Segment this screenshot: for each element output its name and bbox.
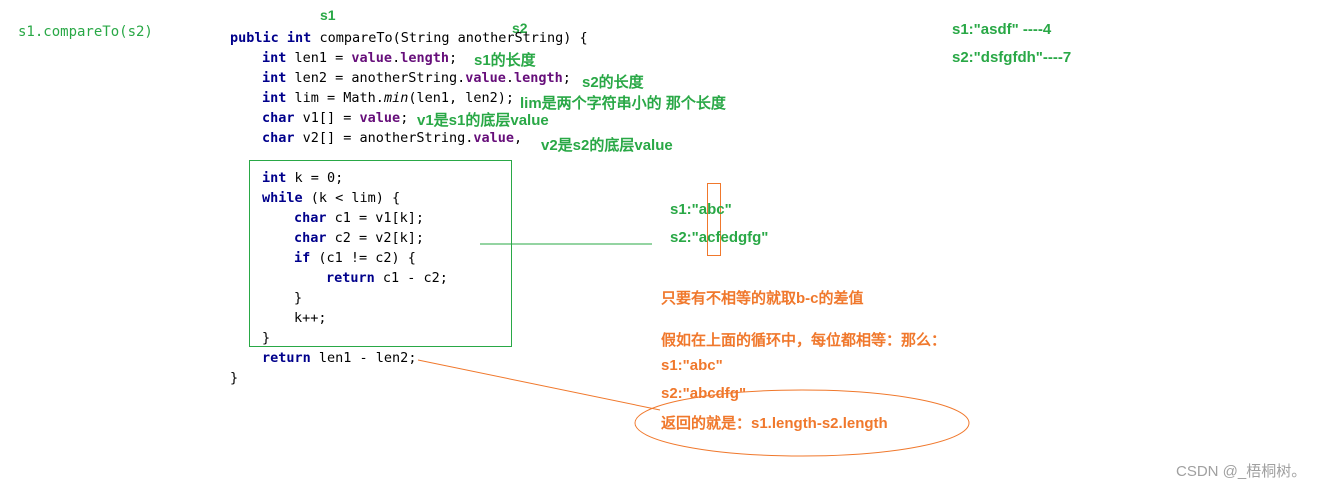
code-line-lim: int lim = Math.min(len1, len2); [262,90,514,106]
compare-call-label: s1.compareTo(s2) [18,24,153,40]
code-line-v1: char v1[] = value; [262,110,409,126]
code-line-if-close: } [294,290,303,306]
code-line-return-len: return len1 - len2; [262,350,417,366]
code-line-k-increment: k++; [294,310,327,326]
code-line-while: while (k < lim) { [262,190,401,206]
len2-annotation: s2的长度 [582,74,644,91]
result-ellipse [634,389,970,457]
code-line-c2: char c2 = v2[k]; [294,230,425,246]
len1-annotation: s1的长度 [474,52,536,69]
code-line-len1: int len1 = value.length; [262,50,458,66]
v1-annotation: v1是s1的底层value [417,112,549,129]
v2-annotation: v2是s2的底层value [541,137,673,154]
example2-s1: s1:"abc" [670,201,732,218]
result-note: 返回的就是：s1.length-s2.length [661,415,888,432]
example3-s1: s1:"abc" [661,357,723,374]
example1-s1: s1:"asdf" ----4 [952,21,1052,38]
example1-s2: s2:"dsfgfdh"----7 [952,49,1072,66]
loop-highlight-box [249,160,512,347]
all-equal-note: 假如在上面的循环中，每位都相等：那么： [661,332,947,349]
code-line-len2: int len2 = anotherString.value.length; [262,70,571,86]
code-line-c1: char c1 = v1[k]; [294,210,425,226]
example2-s2: s2:"acfedgfg" [670,229,769,246]
return-connector-line [417,359,661,411]
lim-annotation: lim是两个字符串小的 那个长度 [520,95,726,112]
code-line-v2: char v2[] = anotherString.value, [262,130,523,146]
csdn-watermark: CSDN @_梧桐树。 [1176,463,1307,480]
code-line-k-init: int k = 0; [262,170,344,186]
s2-marker: s2 [512,20,528,36]
difference-note: 只要有不相等的就取b-c的差值 [661,290,864,307]
code-line-return-diff: return c1 - c2; [326,270,448,286]
s1-marker: s1 [320,7,336,23]
code-method-close: } [230,370,239,386]
example3-s2: s2:"abcdfg" [661,385,747,402]
code-line-while-close: } [262,330,271,346]
code-line-if: if (c1 != c2) { [294,250,416,266]
char-highlight-box [707,183,721,256]
code-signature: public int compareTo(String anotherStrin… [230,30,588,46]
